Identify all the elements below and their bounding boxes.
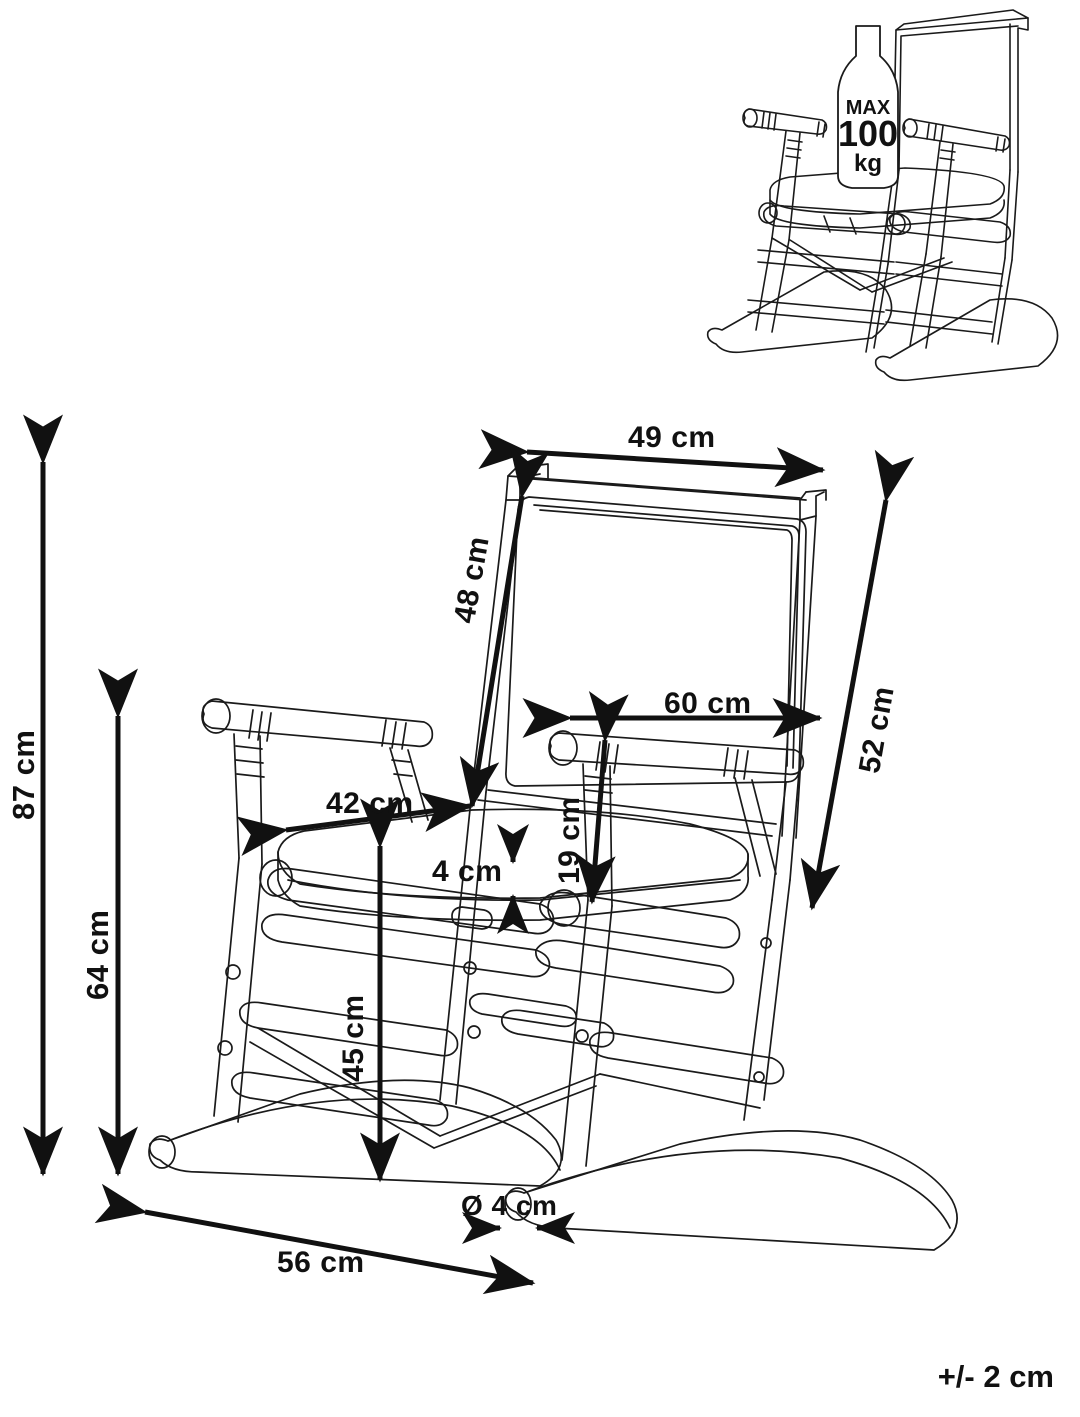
dim-label-seat-height: 45 cm (337, 994, 370, 1082)
max-load-value: 100 (837, 113, 899, 154)
dim-line-backrest-length (459, 445, 550, 809)
max-load-text: MAX (838, 98, 898, 118)
dim-label-backrest-width: 49 cm (628, 421, 716, 454)
dim-line-base-width (94, 1183, 536, 1295)
dim-label-cushion-thickness: 4 cm (432, 855, 503, 888)
dim-label-overall-depth: 60 cm (664, 687, 752, 720)
tolerance-note: +/- 2 cm (937, 1359, 1054, 1394)
dim-line-armrest-height (575, 691, 629, 905)
dim-label-total-height: 87 cm (6, 729, 41, 820)
dim-line-backrest-depth (800, 449, 915, 911)
max-load-unit: kg (853, 150, 882, 177)
dim-label-base-width: 56 cm (277, 1246, 365, 1279)
weight-bottle-shape (837, 25, 899, 189)
dim-label-rocker-diameter: Ø 4 cm (461, 1190, 558, 1221)
dim-label-seat-depth: 42 cm (326, 787, 414, 820)
dim-label-backrest-height: 64 cm (80, 909, 115, 1000)
dim-line-backrest-width (478, 429, 826, 488)
dim-label-armrest-height: 19 cm (553, 796, 586, 884)
max-word: MAX (845, 97, 891, 119)
